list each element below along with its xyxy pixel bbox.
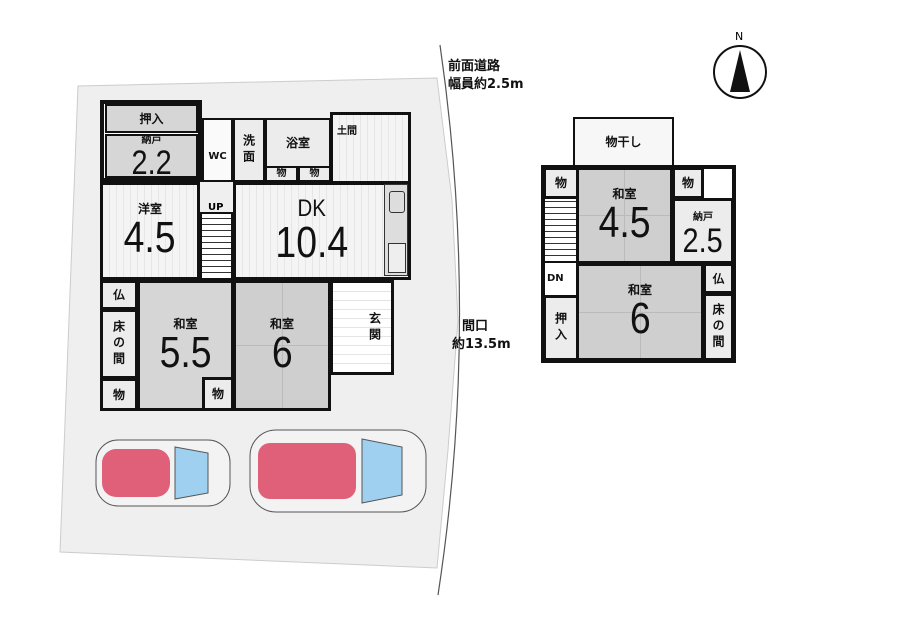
room-label: 床の間 <box>711 303 725 351</box>
oshiire-2f: 押入 <box>544 296 578 360</box>
room-label: DK <box>297 195 327 222</box>
room-label: 納戸 <box>141 135 162 146</box>
room-label: 和室 <box>612 186 637 201</box>
frontage-width: 約13.5m <box>452 337 511 352</box>
parked-cars <box>95 429 427 513</box>
stairs-down-label: DN <box>547 273 564 284</box>
storage-1f-a: 物 <box>265 166 298 182</box>
room-label: 玄関 <box>367 311 382 344</box>
room-label: 洗面 <box>241 134 256 166</box>
road-label: 前面道路 <box>448 59 501 74</box>
room-label: 和室 <box>627 283 652 297</box>
room-label: 仏 <box>712 271 725 286</box>
room-size: 6 <box>629 294 651 343</box>
car-icon <box>249 429 427 513</box>
room-size: 5.5 <box>159 327 212 377</box>
stairs-dn-2f: DN <box>544 262 578 296</box>
frontage-label: 間口 <box>462 319 489 334</box>
room-label: 物 <box>276 168 287 179</box>
room-label: 床の間 <box>111 320 126 368</box>
room-label: 仏 <box>112 288 125 302</box>
wc-1f: WC <box>202 118 233 182</box>
room-size: 6 <box>271 327 293 377</box>
tokonoma-1f: 床の間 <box>100 309 138 379</box>
monohoshi-2f: 物干し <box>573 117 674 167</box>
north-compass: N <box>712 30 768 100</box>
room-size: 2.2 <box>131 144 172 182</box>
oshiire-1f: 押入 <box>105 104 198 133</box>
room-label: 和室 <box>269 316 294 331</box>
room-label: WC <box>208 151 227 162</box>
room-label: 物 <box>112 387 125 402</box>
compass-arrow-icon <box>713 45 767 99</box>
room-label: 物 <box>554 176 567 190</box>
room-label: 浴室 <box>285 136 310 150</box>
sink-icon <box>388 243 406 273</box>
room-size: 4.5 <box>598 197 651 247</box>
road-width: 幅員約2.5m <box>448 77 524 92</box>
room-size: 2.5 <box>682 222 724 260</box>
staircase-2f <box>544 198 578 262</box>
car-icon <box>95 439 231 507</box>
storage-1f-d: 物 <box>202 377 234 411</box>
stairs-up-label: UP <box>208 202 224 213</box>
room-label: 土間 <box>337 126 357 137</box>
stove-icon <box>389 191 405 213</box>
butsudan-1f: 仏 <box>100 280 138 310</box>
storage-1f-b: 物 <box>298 166 331 182</box>
storage-1f-c: 物 <box>100 378 138 411</box>
room-label: 納戸 <box>693 212 713 223</box>
storage-2f-b: 物 <box>672 167 704 199</box>
butsudan-2f: 仏 <box>703 263 734 294</box>
frontage-note: 間口 約13.5m <box>452 318 511 354</box>
room-label: 物 <box>211 387 224 401</box>
road-note: 前面道路 幅員約2.5m <box>448 58 524 94</box>
room-label: 押入 <box>139 111 164 126</box>
room-label: 洋室 <box>137 202 162 216</box>
room-label: 物干し <box>605 135 642 149</box>
doma-1f: 土間 <box>330 112 411 184</box>
room-label: 和室 <box>173 316 198 331</box>
compass-north-label: N <box>735 30 744 43</box>
road-boundary-line <box>437 44 461 596</box>
bathroom-1f: 浴室 <box>265 118 331 168</box>
storage-2f-a: 物 <box>544 168 578 198</box>
kitchen-counter <box>384 184 408 276</box>
staircase-1f <box>200 212 233 280</box>
genkan-1f: 玄関 <box>330 280 394 375</box>
room-size: 4.5 <box>123 213 176 262</box>
room-size: 10.4 <box>275 218 349 267</box>
room-label: 押入 <box>553 312 568 344</box>
senmen-1f: 洗面 <box>233 118 265 182</box>
tokonoma-2f: 床の間 <box>703 293 734 361</box>
room-label: 物 <box>309 168 320 179</box>
room-label: 物 <box>681 176 694 190</box>
